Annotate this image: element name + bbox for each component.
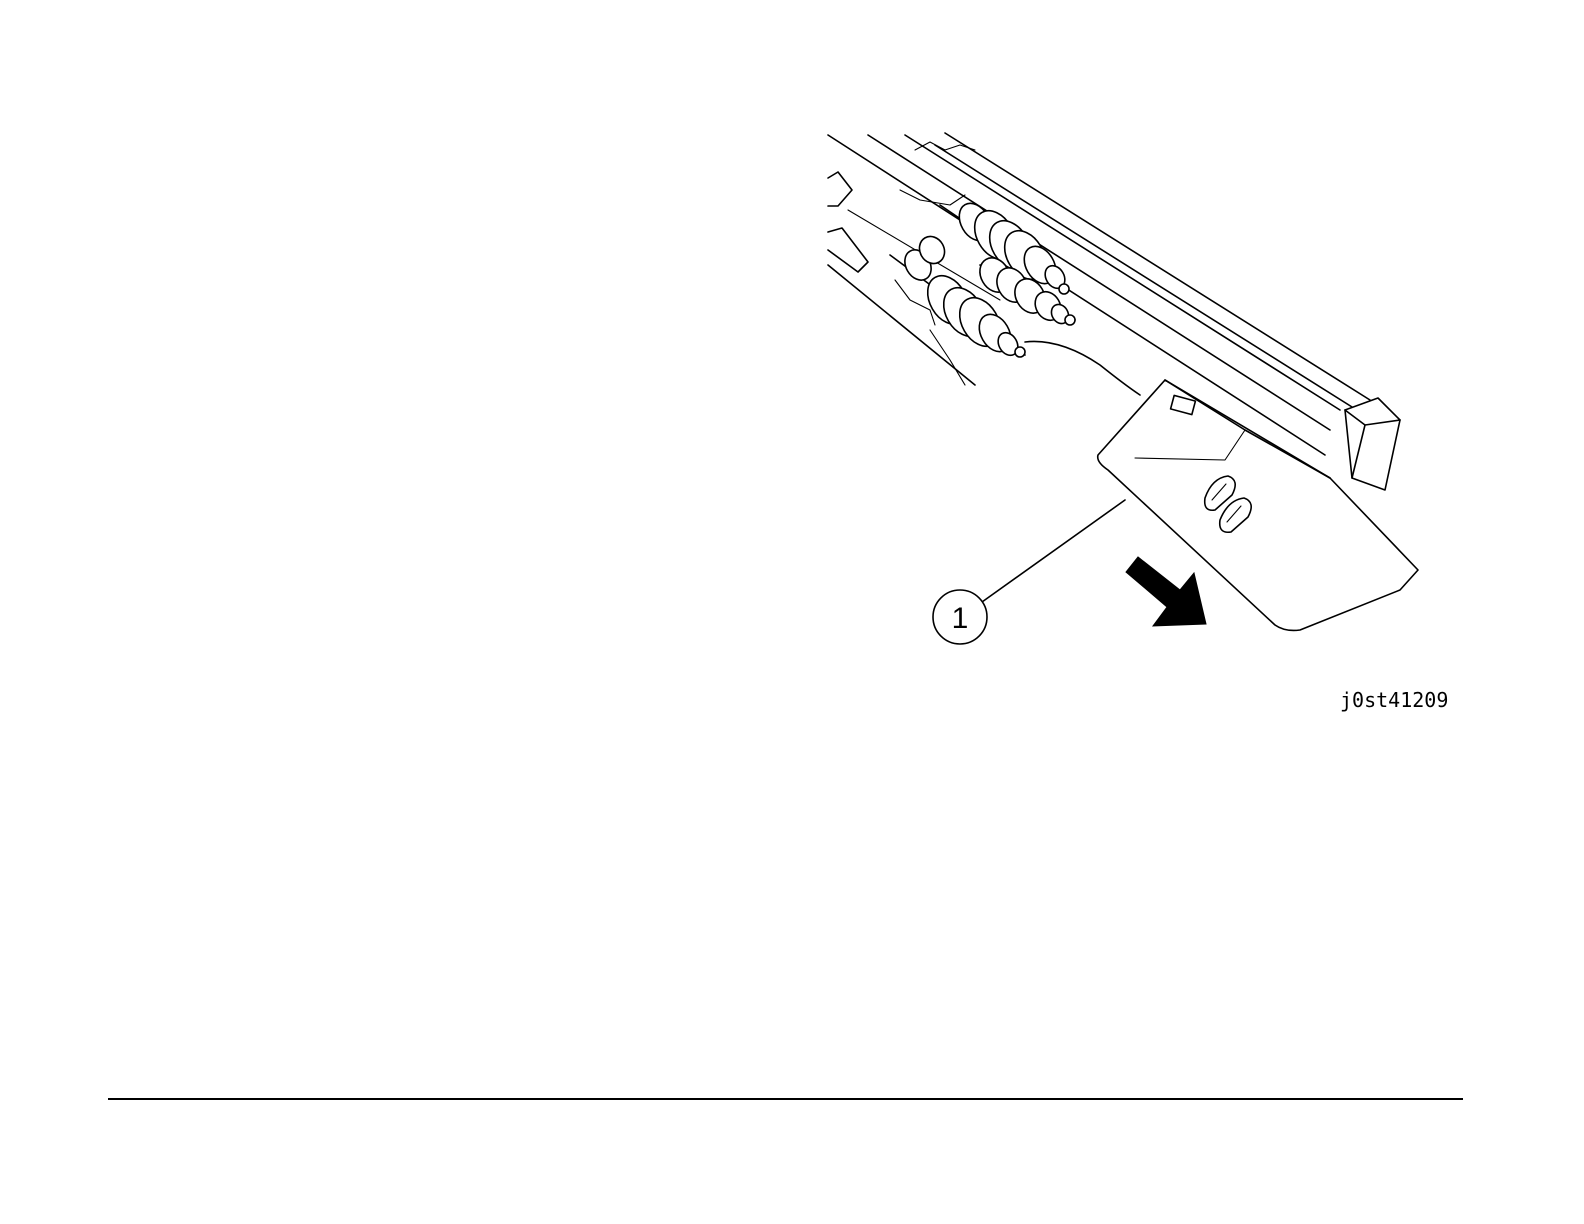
- direction-arrow-icon: [1126, 557, 1206, 626]
- end-bracket: [1345, 398, 1400, 490]
- footer-rule: [108, 1098, 1463, 1100]
- callout-leader: [982, 500, 1125, 602]
- figure-id: j0st41209: [1340, 688, 1448, 712]
- feed-rollers: [890, 198, 1075, 359]
- frame-rails: [828, 133, 1370, 455]
- callout-1: 1: [933, 590, 987, 644]
- callout-label: 1: [952, 602, 969, 635]
- frame-curve: [1025, 341, 1140, 395]
